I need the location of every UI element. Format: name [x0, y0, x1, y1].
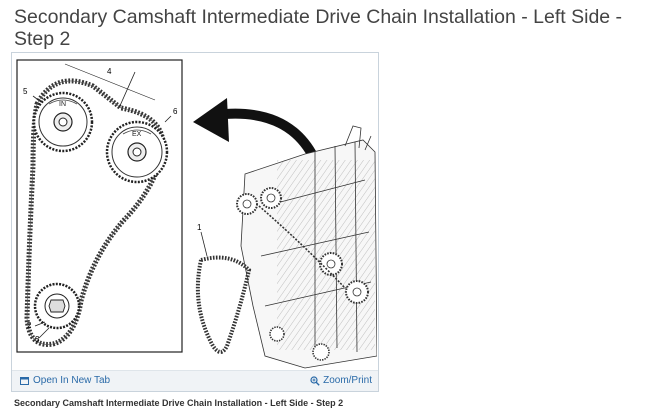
engine-assembly	[236, 125, 377, 369]
new-tab-icon	[20, 376, 30, 386]
loose-chain: 1	[195, 223, 252, 354]
page-title: Secondary Camshaft Intermediate Drive Ch…	[14, 6, 623, 50]
figure-container: IN EX 5 4 6 2 3	[11, 52, 379, 392]
exhaust-label: EX	[132, 131, 142, 138]
figure-toolbar: Open In New Tab Zoom/Print	[12, 370, 378, 391]
zoom-print-link[interactable]: Zoom/Print	[310, 375, 372, 386]
intermediate-drive-sprocket	[33, 282, 81, 330]
figure-caption: Secondary Camshaft Intermediate Drive Ch…	[14, 398, 344, 408]
chain-installation-illustration: IN EX 5 4 6 2 3	[16, 59, 377, 369]
intake-label: IN	[59, 101, 66, 108]
intake-cam-sprocket: IN	[32, 91, 94, 153]
callout-2: 2	[27, 321, 32, 330]
exhaust-cam-sprocket: EX	[105, 120, 169, 184]
callout-4: 4	[107, 67, 112, 76]
callout-5: 5	[23, 87, 28, 96]
magnifier-icon	[310, 375, 320, 386]
zoom-print-label: Zoom/Print	[323, 375, 372, 386]
open-in-new-tab-label: Open In New Tab	[33, 375, 111, 386]
callout-3: 3	[35, 335, 40, 344]
open-in-new-tab-link[interactable]: Open In New Tab	[20, 375, 110, 386]
callout-6: 6	[173, 107, 178, 116]
callout-1: 1	[197, 223, 202, 232]
